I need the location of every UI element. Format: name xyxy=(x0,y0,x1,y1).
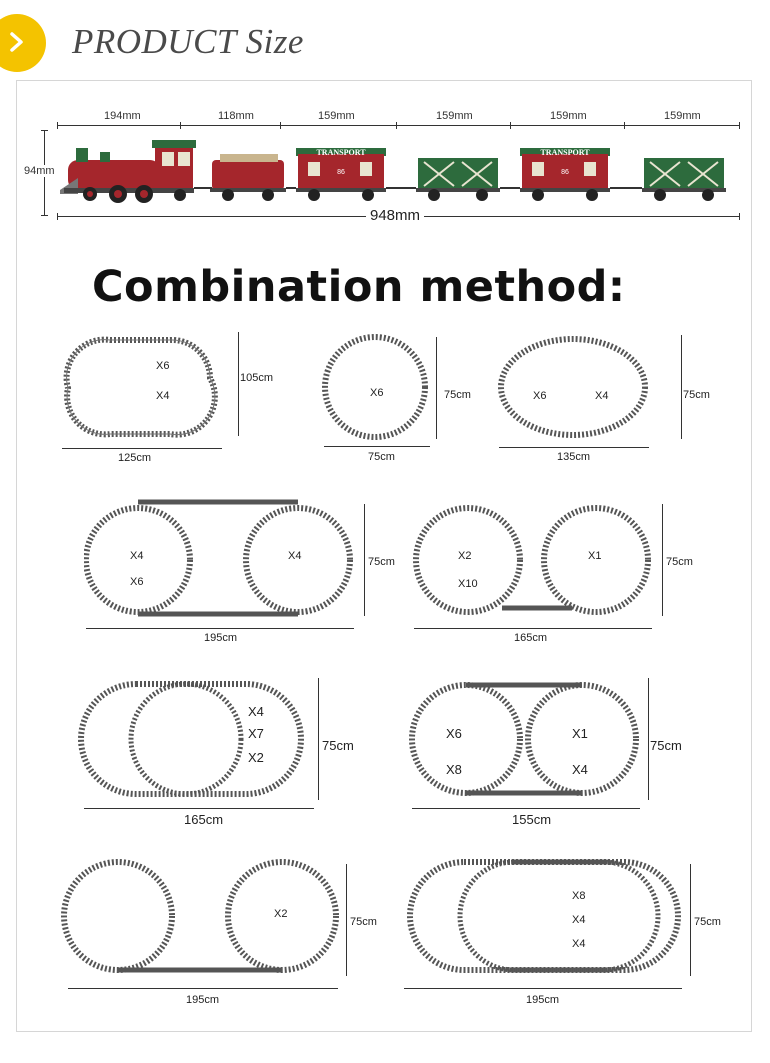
layout-width: 195cm xyxy=(186,994,220,1006)
layout-height: 75cm xyxy=(322,738,354,753)
track-double-circle xyxy=(84,499,353,617)
passenger-car-2 xyxy=(520,148,610,201)
piece-count: X1 xyxy=(588,550,602,562)
layout-width: 195cm xyxy=(204,632,238,644)
piece-count: X4 xyxy=(156,390,170,402)
page-title: PRODUCT Size xyxy=(72,22,304,61)
layout-width: 155cm xyxy=(512,812,552,827)
layout-8: X2 75cm 195cm xyxy=(60,856,390,1006)
piece-count: X7 xyxy=(248,726,264,741)
track-double-circle xyxy=(413,505,651,615)
train-total-length: 948mm xyxy=(366,207,425,224)
segment-2-label: 118mm xyxy=(218,110,254,122)
piece-count: X4 xyxy=(595,390,609,402)
piece-count: X6 xyxy=(156,360,170,372)
train-illustration: TRANSPORT 86 TRANSPORT 86 xyxy=(60,140,726,203)
piece-count: X6 xyxy=(533,390,547,402)
segment-6-label: 159mm xyxy=(664,110,701,122)
piece-count: X4 xyxy=(248,704,264,719)
layout-width: 195cm xyxy=(526,994,560,1006)
layout-height: 75cm xyxy=(350,916,377,928)
layout-7: X6 X8 X1 X4 75cm 155cm xyxy=(408,678,708,828)
layout-2: X6 75cm 75cm xyxy=(320,333,480,463)
layout-4: X4 X6 X4 75cm 195cm xyxy=(84,496,404,646)
piece-count: X8 xyxy=(446,762,462,777)
track-figure-eight xyxy=(409,682,639,796)
header-badge xyxy=(0,14,46,72)
piece-count: X2 xyxy=(458,550,472,562)
track-nested-oval xyxy=(78,681,304,797)
layout-height: 75cm xyxy=(694,916,721,928)
track-oval xyxy=(63,336,218,438)
piece-count: X4 xyxy=(572,762,588,777)
car-1-number: 86 xyxy=(337,169,345,176)
piece-count: X4 xyxy=(572,938,586,950)
arrow-right-icon xyxy=(10,32,23,52)
combination-heading: Combination method: xyxy=(92,262,626,312)
segment-5-label: 159mm xyxy=(550,110,587,122)
piece-count: X8 xyxy=(572,890,586,902)
locomotive xyxy=(60,140,196,203)
piece-count: X6 xyxy=(446,726,462,741)
layout-height: 75cm xyxy=(650,738,682,753)
layout-width: 165cm xyxy=(184,812,224,827)
track-double-circle xyxy=(61,859,339,973)
layout-height: 75cm xyxy=(683,389,710,401)
piece-count: X4 xyxy=(572,914,586,926)
freight-car-1 xyxy=(416,158,500,201)
car-1-text: TRANSPORT xyxy=(316,148,366,157)
layout-width: 135cm xyxy=(557,451,591,463)
layout-3: X6 X4 75cm 135cm xyxy=(495,335,725,465)
piece-count: X6 xyxy=(370,387,384,399)
car-2-number: 86 xyxy=(561,169,569,176)
segment-4-label: 159mm xyxy=(436,110,473,122)
piece-count: X4 xyxy=(288,550,302,562)
layout-height: 75cm xyxy=(444,389,471,401)
piece-count: X4 xyxy=(130,550,144,562)
tender-car xyxy=(210,154,286,201)
layout-5: X2 X10 X1 75cm 165cm xyxy=(412,496,712,646)
track-nested-oval xyxy=(407,859,681,973)
layout-1: X6 X4 105cm 125cm xyxy=(60,330,273,464)
content-frame xyxy=(16,80,752,1032)
layout-width: 165cm xyxy=(514,632,548,644)
piece-count: X2 xyxy=(248,750,264,765)
layout-width: 125cm xyxy=(118,452,152,464)
segment-1-label: 194mm xyxy=(104,110,141,122)
train-height-label: 94mm xyxy=(24,165,55,177)
layout-6: X4 X7 X2 75cm 165cm xyxy=(76,678,376,828)
car-2-text: TRANSPORT xyxy=(540,148,590,157)
layout-width: 75cm xyxy=(368,451,395,463)
piece-count: X2 xyxy=(274,908,288,920)
layout-height: 75cm xyxy=(368,556,395,568)
freight-car-2 xyxy=(642,158,726,201)
segment-3-label: 159mm xyxy=(318,110,355,122)
piece-count: X10 xyxy=(458,578,478,590)
track-circle xyxy=(322,334,428,440)
piece-count: X1 xyxy=(572,726,588,741)
passenger-car-1 xyxy=(296,148,386,201)
layout-height: 75cm xyxy=(666,556,693,568)
track-oval xyxy=(498,336,648,438)
layout-height: 105cm xyxy=(240,372,274,384)
layout-9: X8 X4 X4 75cm 195cm xyxy=(404,856,734,1006)
piece-count: X6 xyxy=(130,576,144,588)
